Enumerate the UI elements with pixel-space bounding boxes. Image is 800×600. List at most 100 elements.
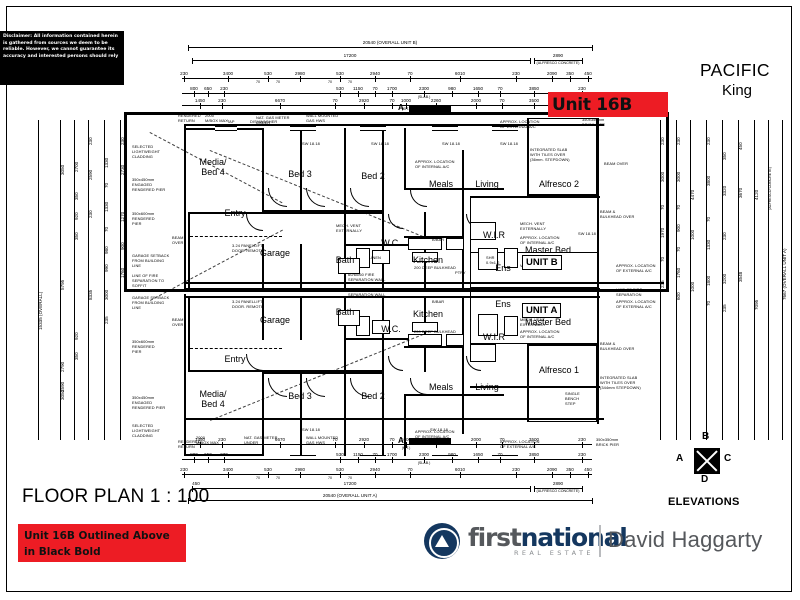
dim-bot1-tick-1 xyxy=(222,441,223,448)
dim-bot1-tick-0 xyxy=(200,441,201,448)
note-upper-32: APPROX. LOCATION OF EXTERNAL A/C xyxy=(616,263,656,273)
dim-bot1-label-4: 2920 xyxy=(358,437,370,442)
note-upper-22: MECH. VENT EXTERNALLY xyxy=(520,221,547,231)
dim-bot3-label-4: 530 xyxy=(336,467,344,472)
dim-top3-tick-8 xyxy=(516,75,517,82)
note-upper-31: APPROX. LOCATION OF EXTERNAL A/C xyxy=(500,119,540,129)
dim-bot1-tick-6 xyxy=(406,441,407,448)
partition-lower-7 xyxy=(404,396,406,456)
partition-upper-12 xyxy=(188,212,384,214)
dim-top5-tick-1 xyxy=(222,102,223,109)
room-label-lower-entry: Entry xyxy=(224,354,246,364)
dim-top4-label-8: 980 xyxy=(448,86,456,91)
dim-bot3-label-3: 2980 xyxy=(294,467,306,472)
note-lower-23: B/BAR xyxy=(432,299,445,304)
dim-top5-label-4: 2920 xyxy=(358,98,370,103)
partition-upper-7 xyxy=(404,128,406,188)
room-label-lower-kitchen: Kitchen xyxy=(412,309,444,319)
partition-upper-0 xyxy=(184,128,186,288)
dim-bot1-label-11: 230 xyxy=(578,437,586,442)
dim-top4-tick-7 xyxy=(424,90,425,97)
exterior-wall-top xyxy=(184,124,604,127)
dim-top5-label-3: 70 xyxy=(332,98,338,103)
dim-tick xyxy=(582,485,583,492)
dim-top4-tick-10 xyxy=(500,90,501,97)
room-label-upper-bed-2: Bed 2 xyxy=(361,171,385,181)
disclaimer-text: Disclaimer: All information contained he… xyxy=(0,31,124,85)
exterior-wall-right-lower xyxy=(597,252,599,424)
unit-tag-unit-b: UNIT B xyxy=(522,255,562,270)
dim-top3-sub-1: 70 xyxy=(276,79,280,84)
note-upper-9: LINE OF FIRE SEPARATION TO SOFFIT xyxy=(132,273,165,288)
note-lower-10: 350x600mm RENDERED PIER xyxy=(132,339,155,354)
dim-tick xyxy=(592,44,593,51)
dim-bot3-label-0: 230 xyxy=(180,467,188,472)
exterior-wall-bottom xyxy=(184,418,604,421)
dim-top3-label-6: 70 xyxy=(407,71,413,76)
dim-top3-label-8: 230 xyxy=(512,71,520,76)
partition-upper-3 xyxy=(262,210,382,212)
dim-bot3-tick-1 xyxy=(228,471,229,478)
unit-16b-banner-label: Unit 16B xyxy=(552,95,632,115)
dim-top3-tick-0 xyxy=(184,75,185,82)
dim-label-bottom-3: (ALFRESCO CONCRETE) xyxy=(536,489,580,493)
dim-bot2-label-0: 800 xyxy=(190,452,198,457)
dim-top5-tick-2 xyxy=(280,102,281,109)
note-upper-34: 3.24 PANELLIFT DOOR. REMOTE xyxy=(232,243,264,253)
partition-lower-4 xyxy=(300,372,302,456)
dim-bot2-label-11: 3850 xyxy=(528,452,540,457)
partition-upper-6 xyxy=(382,128,384,288)
window-upper-0 xyxy=(290,126,316,131)
dim-top5-label-7: 2260 xyxy=(430,98,442,103)
dim-bot1-tick-4 xyxy=(364,441,365,448)
garage-door-line-upper xyxy=(190,236,282,237)
dim-tick xyxy=(530,485,531,492)
dim-top4-tick-1 xyxy=(208,90,209,97)
note-upper-3: WALL MOUNTED GAS HWS xyxy=(306,113,339,123)
dim-top3-tick-1 xyxy=(228,75,229,82)
dim-bot3-tick-8 xyxy=(516,471,517,478)
dim-top3-line xyxy=(182,78,592,79)
dim-bot1-label-5: 70 xyxy=(389,437,395,442)
room-label-upper-w-c: W.C. xyxy=(381,238,401,248)
dim-tick xyxy=(192,57,193,64)
dim-bot2-sub-0: (SLAB.) xyxy=(417,460,431,465)
dim-bot2-tick-4 xyxy=(358,456,359,463)
fixture-upper-0 xyxy=(408,238,442,250)
note-upper-24: B/BAR xyxy=(432,237,445,242)
room-label-lower-w-c: W.C. xyxy=(381,324,401,334)
fixture-upper-1 xyxy=(446,238,464,250)
dim-rail-right-8 xyxy=(782,120,783,440)
dim-bot3-label-8: 230 xyxy=(512,467,520,472)
fixture-lower-4 xyxy=(478,314,498,336)
dim-rail-left-2 xyxy=(74,120,75,440)
estate-subname: King xyxy=(722,82,753,99)
room-label-upper-w-i-r: W.I.R xyxy=(483,230,505,240)
dim-bot3-tick-10 xyxy=(570,471,571,478)
note-upper-5: 350x450mm ENGAGED RENDERED PIER xyxy=(132,177,166,192)
note-upper-6: 350x600mm RENDERED PIER xyxy=(132,211,155,226)
dim-top4-tick-5 xyxy=(375,90,376,97)
dim-label-top-2: 2890 xyxy=(552,53,564,58)
unit-16b-banner: Unit 16B xyxy=(548,92,668,117)
note-upper-1: 2000 M/BOX MAX xyxy=(205,113,228,123)
dim-rail-left-5 xyxy=(120,120,121,440)
dim-bot3-tick-3 xyxy=(300,471,301,478)
dim-top3-tick-11 xyxy=(588,75,589,82)
dim-top4-line xyxy=(182,93,592,94)
dim-top4-tick-11 xyxy=(534,90,535,97)
note-lower-1: LINE OF FIRE SEPARATION xyxy=(616,287,643,297)
dim-top5-tick-3 xyxy=(335,102,336,109)
dim-top3-label-0: 230 xyxy=(180,71,188,76)
dim-top3-tick-9 xyxy=(552,75,553,82)
dim-bot1-label-6: 1000 xyxy=(400,437,412,442)
dim-bot1-label-10: 3500 xyxy=(528,437,540,442)
dim-bot3-line xyxy=(182,474,592,475)
dim-tick xyxy=(188,497,189,504)
dim-top5-tick-9 xyxy=(502,102,503,109)
note-lower-7: SINGLE BENCH STEP xyxy=(565,391,580,406)
note-lower-9: BEAM OVER xyxy=(172,317,184,327)
partition-lower-19 xyxy=(262,296,264,340)
note-upper-16: APPROX. LOCATION OF INTERNAL A/C xyxy=(415,159,455,169)
dim-bot1-label-9: 70 xyxy=(499,437,505,442)
